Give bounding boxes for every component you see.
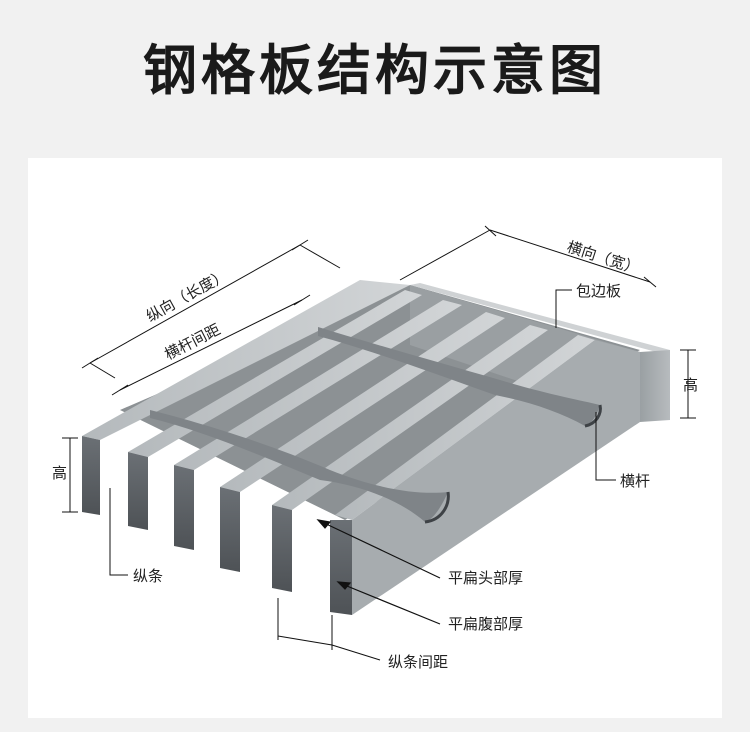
bearing-bar-top [335,335,595,520]
bearing-bar-top [272,325,548,510]
label-bearing-pitch: 纵条间距 [388,653,448,671]
frame-plate-top [410,283,670,353]
label-body-thickness: 平扁腹部厚 [448,615,523,633]
bearing-bar-front [330,520,352,615]
bearing-bar-front [174,465,194,550]
bearing-bar-top [220,312,505,492]
dimension-lines [62,225,696,661]
bearing-bars [82,280,640,615]
bearing-bar-front [82,436,100,515]
bearing-bar-top [174,300,462,470]
crossbar-front-edge [424,491,450,524]
label-frame-plate: 包边板 [576,282,621,300]
page-title: 钢格板结构示意图 [143,39,607,102]
label-crossbar: 横杆 [620,472,650,490]
crossbar-front [150,410,448,522]
label-top-thickness: 平扁头部厚 [448,569,523,587]
frame-plate [640,350,670,422]
label-height-right: 高 [683,376,698,394]
bearing-bar-front [272,505,292,592]
bearing-bar-top [82,280,410,440]
crossbar-back-edge [584,404,602,428]
bearing-bar-top [128,290,422,457]
label-crossbar-pitch: 横杆间距 [162,320,224,363]
label-height-left: 高 [52,464,67,482]
thickness-arrows [316,519,441,625]
bearing-bar-front [128,452,148,530]
label-length: 纵向（长度） [143,266,230,325]
bearing-bar-front [220,487,240,572]
label-width: 横向（宽） [565,238,642,278]
label-bearing-bar: 纵条 [133,567,163,585]
crossbar-back [318,327,600,426]
crossbars [150,327,602,524]
